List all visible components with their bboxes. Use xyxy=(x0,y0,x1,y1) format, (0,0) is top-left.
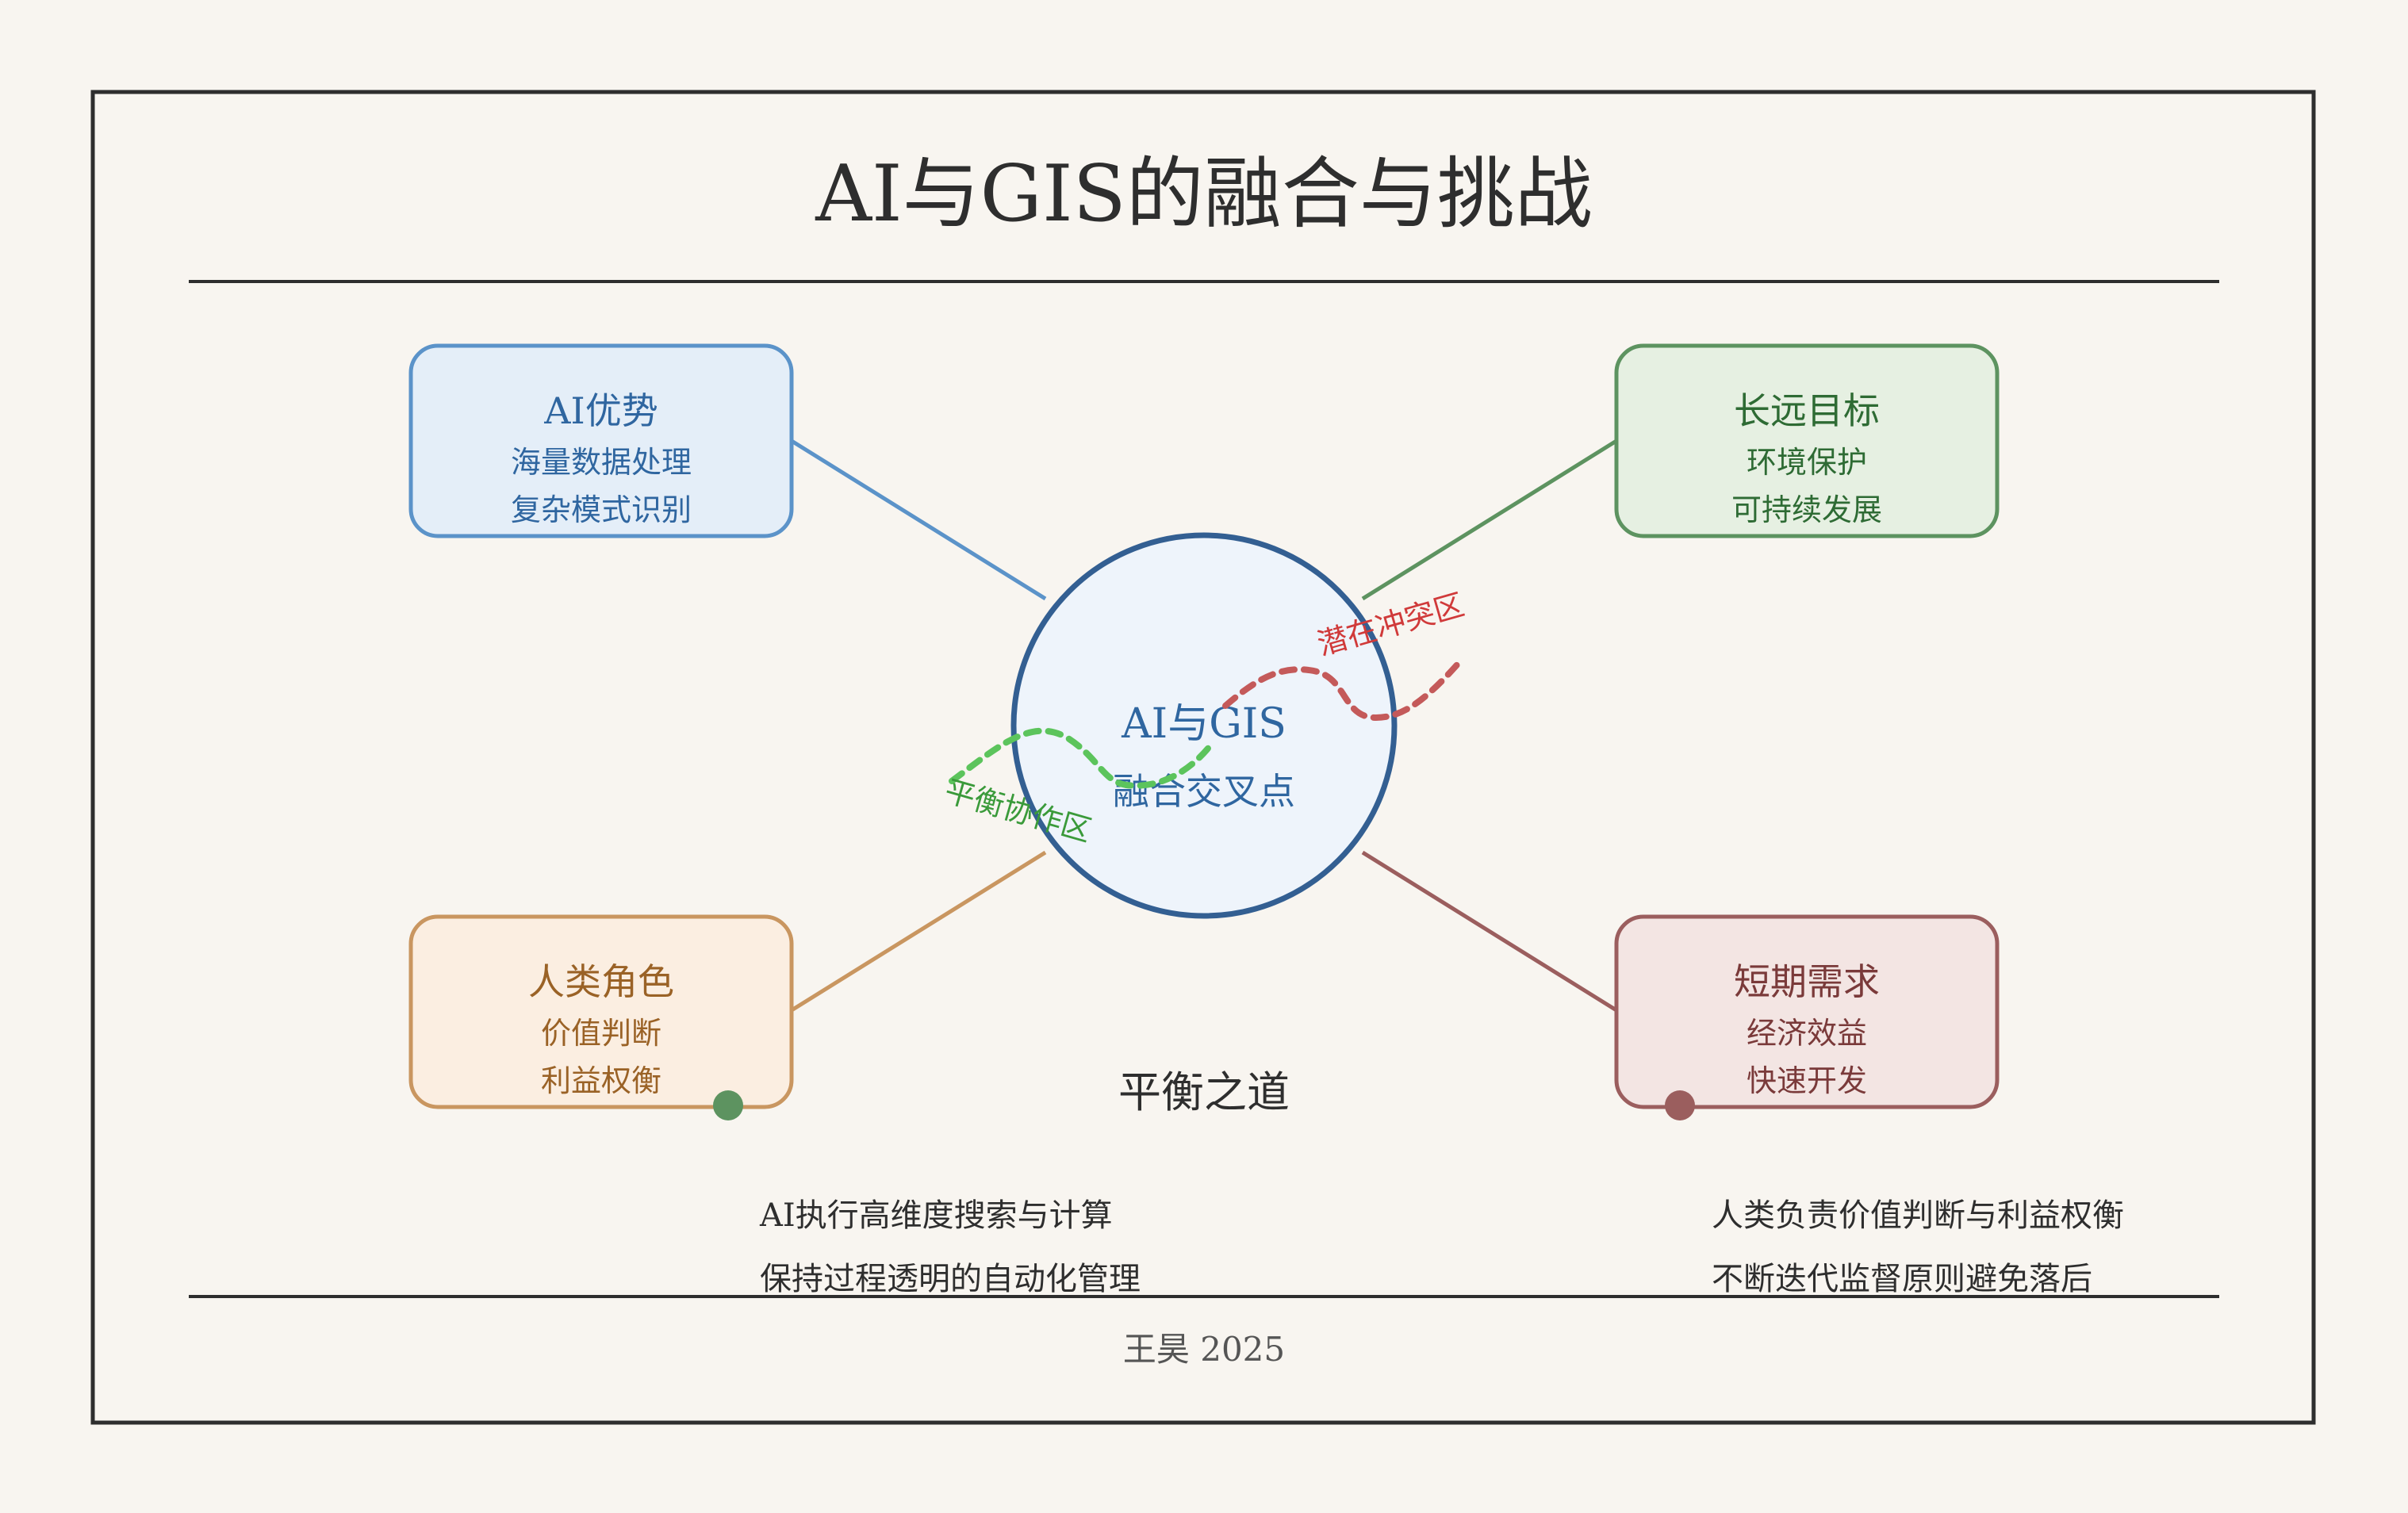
note-left-2: 保持过程透明的自动化管理 xyxy=(760,1261,1141,1297)
box-ai-strengths-line2: 复杂模式识别 xyxy=(511,492,692,527)
center-circle xyxy=(1010,532,1398,919)
note-right-2: 不断迭代监督原则避免落后 xyxy=(1712,1261,2092,1297)
box-human-role-line1: 价值判断 xyxy=(541,1016,661,1051)
connector-short-term xyxy=(1361,850,1618,1013)
footer-author: 王昊 2025 xyxy=(1123,1330,1285,1369)
balance-title: 平衡之道 xyxy=(1118,1067,1290,1117)
box-long-term-line1: 环境保护 xyxy=(1747,445,1867,480)
short-term-dot xyxy=(1665,1090,1695,1120)
box-short-term-line1: 经济效益 xyxy=(1747,1016,1867,1051)
box-human-role-title: 人类角色 xyxy=(528,960,674,1003)
harmony-wave xyxy=(949,727,1217,789)
box-ai-strengths-title: AI优势 xyxy=(543,389,658,432)
box-human-role-line2: 利益权衡 xyxy=(541,1063,661,1098)
connector-human-role xyxy=(790,850,1047,1013)
box-long-term-title: 长远目标 xyxy=(1734,389,1880,432)
box-short-term: 短期需求 经济效益 快速开发 xyxy=(1614,914,2000,1109)
human-role-dot xyxy=(713,1090,743,1120)
page-title: AI与GIS的融合与挑战 xyxy=(815,149,1593,239)
box-short-term-title: 短期需求 xyxy=(1734,960,1880,1003)
box-ai-strengths: AI优势 海量数据处理 复杂模式识别 xyxy=(408,343,794,538)
connector-ai-strengths xyxy=(790,439,1047,601)
center-line1: AI与GIS xyxy=(1121,700,1286,748)
connector-long-term xyxy=(1361,439,1618,601)
conflict-wave xyxy=(1222,659,1463,722)
box-long-term-line2: 可持续发展 xyxy=(1731,492,1882,527)
center-line2: 融合交叉点 xyxy=(1113,770,1295,813)
note-left-1: AI执行高维度搜索与计算 xyxy=(759,1197,1113,1234)
note-right-1: 人类负责价值判断与利益权衡 xyxy=(1712,1197,2124,1234)
box-long-term: 长远目标 环境保护 可持续发展 xyxy=(1614,343,2000,538)
box-human-role: 人类角色 价值判断 利益权衡 xyxy=(408,914,794,1109)
box-ai-strengths-line1: 海量数据处理 xyxy=(511,445,692,480)
outer-frame xyxy=(90,90,2316,1425)
box-short-term-line2: 快速开发 xyxy=(1747,1063,1867,1098)
